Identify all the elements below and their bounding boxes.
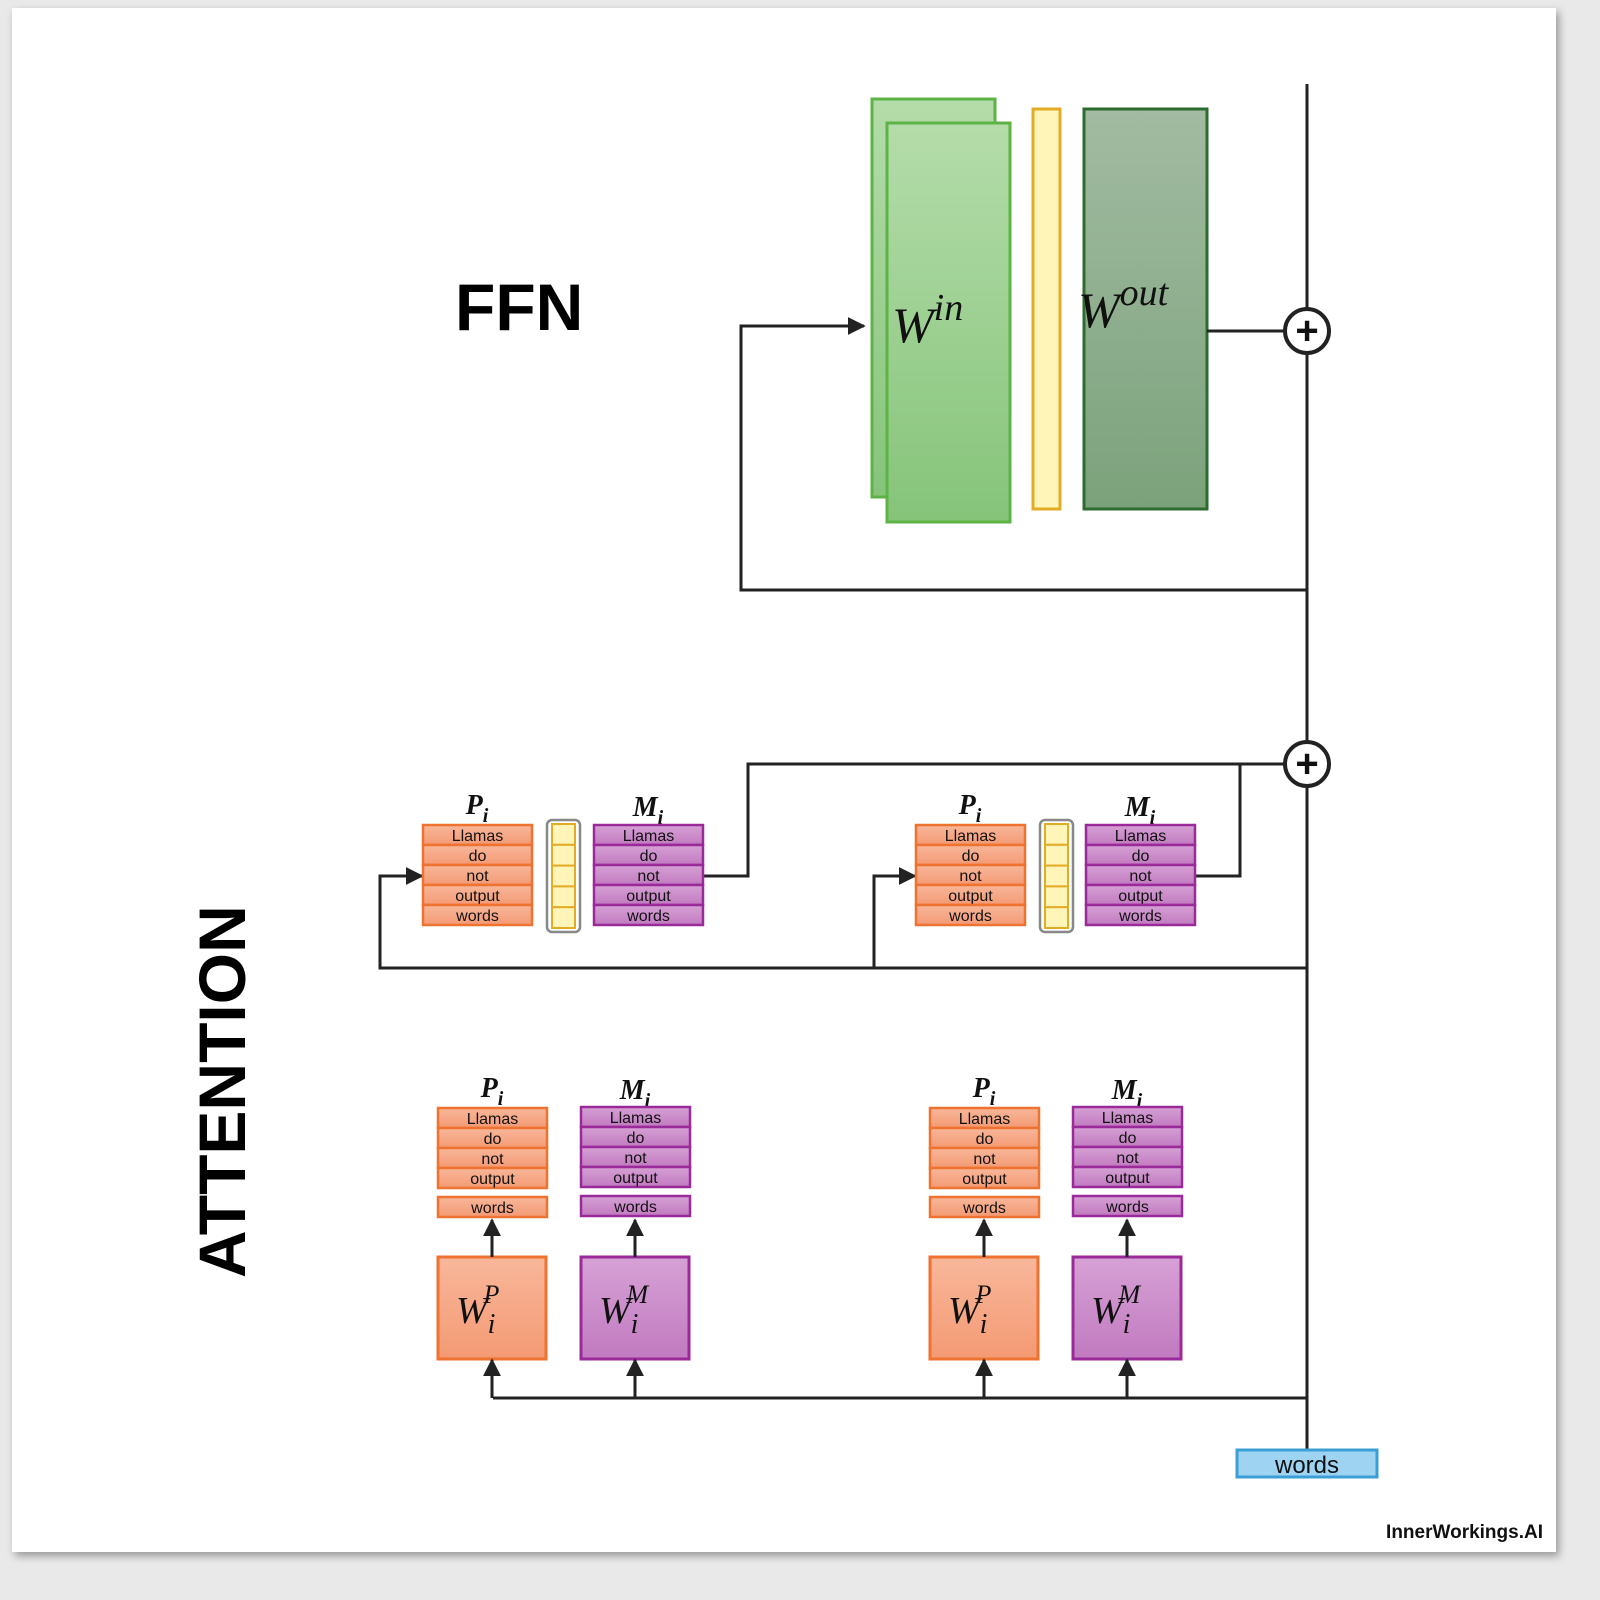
token-label: not xyxy=(466,868,489,885)
token-label: output xyxy=(948,888,993,905)
token-label: not xyxy=(481,1151,504,1168)
token-label: output xyxy=(626,888,671,905)
token-row xyxy=(436,1166,549,1190)
token-label: do xyxy=(962,848,980,865)
token-label: words xyxy=(626,908,670,925)
token-label: words xyxy=(470,1200,514,1217)
attention-title: ATTENTION xyxy=(185,905,259,1278)
p-token-stack-upper-2: Llamas do not output words xyxy=(914,823,1027,927)
token-label: do xyxy=(469,848,487,865)
token-label: Llamas xyxy=(1102,1110,1154,1127)
token-label: output xyxy=(613,1170,658,1187)
attention-add-node: + xyxy=(1283,740,1331,788)
ffn-input-wire xyxy=(739,317,1307,592)
token-row xyxy=(928,1195,1041,1219)
token-label: Llamas xyxy=(623,828,675,845)
token-label: words xyxy=(455,908,499,925)
p-token-stack-upper-1: Llamas do not output words xyxy=(421,823,534,927)
w-out-matrix xyxy=(1082,107,1209,511)
input-token-box xyxy=(1235,1448,1379,1479)
token-row xyxy=(1071,1194,1184,1218)
token-label: do xyxy=(976,1131,994,1148)
ffn-title: FFN xyxy=(455,270,583,344)
token-label: Llamas xyxy=(452,828,504,845)
token-label: not xyxy=(624,1150,647,1167)
w-m-projection-1-label: WiM xyxy=(599,1280,649,1340)
token-label: do xyxy=(627,1130,645,1147)
token-row xyxy=(592,903,705,927)
token-label: do xyxy=(484,1131,502,1148)
hidden-activation-vector xyxy=(1031,107,1062,511)
svg-text:+: + xyxy=(1295,309,1318,353)
token-label: output xyxy=(962,1171,1007,1188)
m-token-stack-upper-2: Llamas do not output words xyxy=(1084,823,1197,927)
p-label: Pi xyxy=(480,1073,504,1110)
m-label: Mi xyxy=(1111,1075,1143,1112)
ffn-block: Win Wout xyxy=(739,97,1307,592)
token-label: output xyxy=(1118,888,1163,905)
token-label: Llamas xyxy=(1115,828,1167,845)
attention-input-wire xyxy=(378,867,1307,970)
token-row xyxy=(421,903,534,927)
w-in-matrix xyxy=(885,121,1012,524)
attention-input-wire-head2 xyxy=(872,867,917,968)
token-label: do xyxy=(640,848,658,865)
m-token-stack-lower-1: Llamas do not output words xyxy=(579,1105,692,1218)
token-label: words xyxy=(962,1200,1006,1217)
token-row xyxy=(1084,903,1197,927)
token-row xyxy=(928,1166,1041,1190)
token-label: output xyxy=(1105,1170,1150,1187)
p-label: Pi xyxy=(958,790,982,827)
token-row xyxy=(914,903,1027,927)
head2-output-wire xyxy=(1196,764,1242,878)
attention-weights-vector-2 xyxy=(1038,818,1075,934)
m-token-stack-lower-2: Llamas do not output words xyxy=(1071,1105,1184,1218)
w-p-projection-2-label: WiP xyxy=(948,1280,991,1340)
token-label: do xyxy=(1119,1130,1137,1147)
p-token-stack-lower-2: Llamas do not output words xyxy=(928,1106,1041,1219)
w-m-projection-2 xyxy=(1071,1255,1183,1361)
input-token-label: words xyxy=(1274,1452,1339,1479)
w-p-projection-1 xyxy=(436,1255,548,1361)
token-row xyxy=(1071,1165,1184,1189)
token-label: not xyxy=(1129,868,1152,885)
token-label: words xyxy=(613,1199,657,1216)
w-p-projection-1-label: WiP xyxy=(456,1280,499,1340)
p-token-stack-lower-1: Llamas do not output words xyxy=(436,1106,549,1219)
token-label: output xyxy=(455,888,500,905)
watermark: InnerWorkings.AI xyxy=(1386,1522,1543,1543)
token-label: not xyxy=(973,1151,996,1168)
m-label: Mi xyxy=(632,792,664,829)
p-label: Pi xyxy=(972,1073,996,1110)
w-m-projection-2-label: WiM xyxy=(1091,1280,1141,1340)
head1-output-wire xyxy=(704,762,1285,878)
ffn-add-node: + xyxy=(1283,307,1331,355)
token-label: Llamas xyxy=(467,1111,519,1128)
token-label: words xyxy=(1105,1199,1149,1216)
token-label: not xyxy=(637,868,660,885)
attention-weights-vector-1 xyxy=(545,818,582,934)
token-label: words xyxy=(948,908,992,925)
m-token-stack-upper-1: Llamas do not output words xyxy=(592,823,705,927)
token-label: Llamas xyxy=(959,1111,1011,1128)
m-label: Mi xyxy=(619,1075,651,1112)
token-label: not xyxy=(959,868,982,885)
w-out-label: Wout xyxy=(1078,272,1170,338)
m-label: Mi xyxy=(1124,792,1156,829)
token-label: not xyxy=(1116,1150,1139,1167)
svg-text:+: + xyxy=(1295,742,1318,786)
token-row xyxy=(579,1165,692,1189)
token-label: Llamas xyxy=(610,1110,662,1127)
token-row xyxy=(579,1194,692,1218)
token-label: output xyxy=(470,1171,515,1188)
token-label: words xyxy=(1118,908,1162,925)
token-label: Llamas xyxy=(945,828,997,845)
token-label: do xyxy=(1132,848,1150,865)
p-label: Pi xyxy=(465,790,489,827)
w-in-label: Win xyxy=(892,287,963,353)
token-row xyxy=(436,1195,549,1219)
